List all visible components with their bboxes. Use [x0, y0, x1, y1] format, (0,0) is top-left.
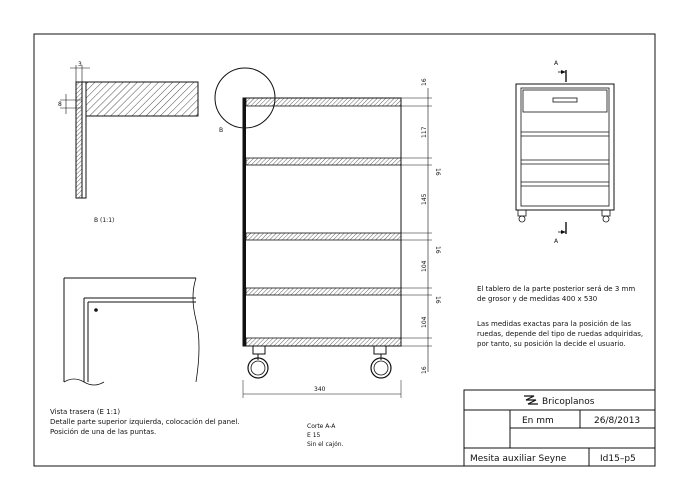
front-caster-right [601, 209, 611, 217]
section-label-top: A [554, 60, 559, 67]
title-block: Bricoplanos En mm 26/8/2013 Mesita auxil… [463, 389, 656, 467]
wheels-note-line-1: Las medidas exactas para la posición de … [477, 320, 631, 328]
section-back-panel [243, 98, 246, 346]
shelf-2 [245, 157, 402, 166]
notes: El tablero de la parte posterior será de… [477, 285, 643, 348]
dim-label-16-d: 16 [434, 296, 441, 304]
dim-label-117: 117 [421, 126, 428, 138]
callout-b-label: B [219, 127, 223, 134]
section-caption-1: Corte A-A [307, 423, 336, 430]
section-frame [242, 97, 402, 347]
section-arrow-top [561, 70, 566, 74]
dim-label-16-c: 16 [434, 246, 441, 254]
drawing-name: Mesita auxiliar Seyne [470, 454, 567, 464]
front-caster-left [517, 209, 527, 217]
drawing-code: Id15–p5 [600, 454, 636, 464]
dim-label-16-b: 16 [434, 168, 441, 176]
section-caption-2: E 15 [307, 432, 321, 439]
section-caption-3: Sin el cajón. [307, 441, 344, 448]
rear-view-detail [63, 277, 200, 386]
panel-note-line-1: El tablero de la parte posterior será de… [477, 285, 635, 293]
front-view: A A [515, 60, 615, 245]
dim-8-label: 8 [58, 101, 62, 108]
shelf-4 [245, 287, 402, 296]
wheel-right [370, 345, 392, 379]
shelf-bottom [245, 337, 402, 347]
shelf-top [245, 97, 402, 107]
nail-point [94, 308, 98, 312]
detail-b-side-panel [75, 81, 83, 199]
front-inner [520, 87, 610, 207]
detail-b-top-board [85, 81, 199, 117]
panel-note-line-2: de grosor y de medidas 400 x 530 [477, 295, 597, 303]
dim-label-104-b: 104 [421, 316, 428, 328]
rear-caption-line-2: Detalle parte superior izquierda, coloca… [50, 418, 240, 426]
front-outer [515, 83, 615, 211]
drawer-front [522, 89, 608, 113]
dim-label-104-a: 104 [421, 260, 428, 272]
units-label: En mm [522, 416, 554, 426]
section-a-a: B [214, 67, 441, 448]
dim-label-16-top: 16 [421, 78, 428, 86]
drawing-date: 26/8/2013 [594, 416, 640, 426]
shelf-3 [245, 232, 402, 241]
wheels-note-line-2: ruedas, depende del tipo de ruedas adqui… [477, 330, 643, 338]
dim-label-145: 145 [421, 193, 428, 205]
section-label-bottom: A [554, 238, 559, 245]
dim-3-label: 3 [78, 61, 82, 68]
brand-logo-icon [524, 395, 538, 405]
dim-label-16-bottom: 16 [421, 366, 428, 374]
width-dim-label: 340 [314, 386, 326, 393]
brand-name: Bricoplanos [542, 397, 595, 407]
detail-b: 3 8 B (1:1) [58, 61, 199, 224]
wheels-note-line-3: por tanto, su posición la decide el usua… [477, 340, 626, 348]
section-arrow-bottom [561, 230, 566, 234]
detail-b-caption: B (1:1) [94, 217, 114, 224]
rear-caption-line-3: Posición de una de las puntas. [50, 428, 156, 436]
detail-b-back-panel [81, 81, 87, 199]
sheet-border [33, 33, 656, 467]
drawer-handle [552, 97, 578, 103]
rear-caption-line-1: Vista trasera (E 1:1) [50, 408, 120, 416]
wheel-left [247, 345, 269, 379]
